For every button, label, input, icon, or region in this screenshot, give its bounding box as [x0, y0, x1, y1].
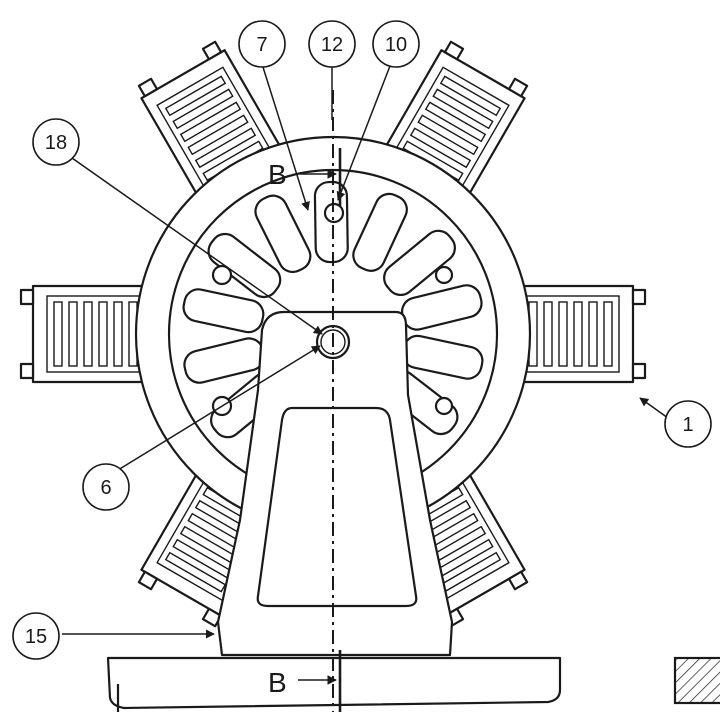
leader-10 [336, 65, 391, 201]
leader-1 [639, 397, 669, 419]
cooling-module [509, 284, 647, 384]
rotor-slot [254, 194, 312, 274]
svg-text:10: 10 [385, 34, 407, 56]
leader-6 [117, 345, 321, 471]
svg-text:6: 6 [100, 477, 111, 499]
section-label-top: B [268, 159, 287, 190]
svg-text:1: 1 [682, 414, 693, 436]
section-label-bottom: B [268, 667, 287, 698]
svg-text:15: 15 [25, 626, 47, 648]
callout-7: 7 [238, 20, 286, 68]
rotor-slot [383, 229, 456, 297]
leader-18 [71, 157, 323, 335]
hatched-section [673, 656, 720, 705]
bolt-hole [211, 264, 233, 286]
svg-text:18: 18 [45, 132, 67, 154]
callout-6: 6 [82, 463, 130, 511]
leader-7 [261, 63, 310, 211]
rotor-slot [207, 232, 282, 299]
svg-text:12: 12 [321, 34, 343, 56]
rotor-slot [182, 288, 265, 334]
callout-12: 12 [308, 20, 356, 68]
callout-15: 15 [12, 612, 60, 660]
callout-1: 1 [664, 400, 712, 448]
bolt-hole [434, 265, 454, 285]
callout-18: 18 [32, 118, 80, 166]
stand-window [256, 406, 418, 608]
svg-text:7: 7 [256, 34, 267, 56]
cooling-module [19, 284, 157, 384]
rotor-slot [352, 192, 408, 272]
bolt-hole [434, 396, 454, 416]
callout-10: 10 [372, 20, 420, 68]
